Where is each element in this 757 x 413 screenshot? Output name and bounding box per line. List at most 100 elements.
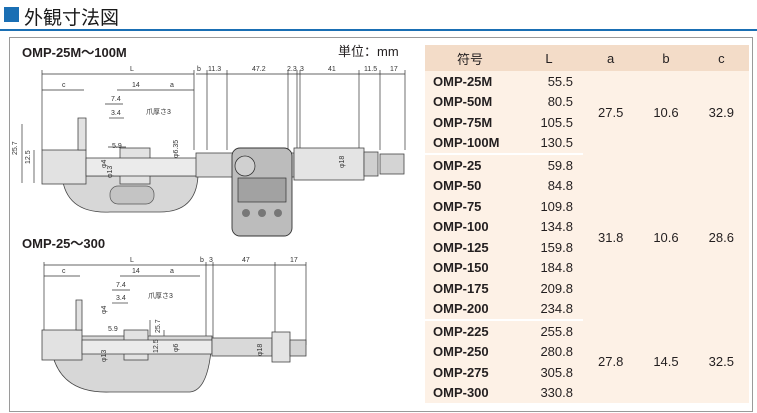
svg-text:2.3: 2.3	[287, 66, 297, 73]
spec-table: 符号 L a b c OMP-25M 55.5 27.5 10.6 32.9 O…	[425, 45, 749, 403]
table-row: OMP-75 109.8	[425, 196, 749, 217]
length-cell: 305.8	[515, 362, 583, 383]
model-cell: OMP-300	[425, 382, 515, 403]
svg-text:b: b	[200, 257, 204, 264]
table-row: OMP-100M 130.5	[425, 132, 749, 155]
table-row: OMP-300 330.8	[425, 382, 749, 403]
svg-text:5.9: 5.9	[108, 326, 118, 333]
table-row: OMP-25M 55.5 27.5 10.6 32.9	[425, 71, 749, 154]
length-cell: 159.8	[515, 237, 583, 258]
page-title: 外観寸法図	[24, 7, 120, 29]
table-row: OMP-50M 80.5	[425, 91, 749, 112]
b-cell: 10.6	[638, 71, 694, 154]
title-divider	[0, 29, 757, 31]
svg-text:3.4: 3.4	[116, 295, 126, 302]
title-marker-icon	[4, 7, 19, 22]
table-row: OMP-100 134.8	[425, 216, 749, 237]
svg-text:爪厚さ3: 爪厚さ3	[146, 108, 171, 116]
table-header-row: 符号 L a b c	[425, 45, 749, 71]
table-row: OMP-50 84.8	[425, 175, 749, 196]
length-cell: 209.8	[515, 278, 583, 299]
svg-text:φ13: φ13	[107, 166, 114, 178]
length-cell: 109.8	[515, 196, 583, 217]
a-cell: 31.8	[583, 154, 639, 320]
svg-text:φ4: φ4	[101, 159, 108, 168]
table-row: OMP-75M 105.5	[425, 112, 749, 133]
svg-text:11.3: 11.3	[208, 66, 221, 73]
svg-text:L: L	[130, 257, 134, 264]
length-cell: 134.8	[515, 216, 583, 237]
svg-text:c: c	[62, 82, 66, 89]
header-a: a	[583, 45, 639, 71]
model-cell: OMP-50	[425, 175, 515, 196]
length-cell: 84.8	[515, 175, 583, 196]
svg-text:17: 17	[390, 66, 398, 73]
header-c: c	[693, 45, 749, 71]
length-cell: 330.8	[515, 382, 583, 403]
table-row: OMP-225 255.8 27.8 14.5 32.5	[425, 320, 749, 403]
page-header: 外観寸法図	[0, 0, 757, 31]
svg-text:25.7: 25.7	[155, 319, 162, 333]
model-cell: OMP-100M	[425, 132, 515, 155]
b-cell: 14.5	[638, 320, 694, 403]
length-cell: 59.8	[515, 154, 583, 176]
model-cell: OMP-25	[425, 154, 515, 176]
svg-text:φ18: φ18	[257, 344, 264, 356]
header-L: L	[515, 45, 583, 71]
svg-text:47: 47	[242, 257, 250, 264]
svg-text:14: 14	[132, 82, 140, 89]
model-cell: OMP-75M	[425, 112, 515, 133]
svg-text:φ6.35: φ6.35	[173, 140, 180, 158]
svg-text:φ13: φ13	[101, 350, 108, 362]
c-cell: 32.5	[693, 320, 749, 403]
svg-text:41: 41	[328, 66, 336, 73]
model-cell: OMP-225	[425, 320, 515, 342]
model-cell: OMP-200	[425, 298, 515, 321]
unit-label: 単位：mm	[338, 44, 399, 59]
svg-text:25.7: 25.7	[12, 141, 19, 155]
table-row: OMP-200 234.8	[425, 298, 749, 321]
a-cell: 27.8	[583, 320, 639, 403]
svg-text:5.9: 5.9	[112, 143, 122, 150]
svg-text:47.2: 47.2	[252, 66, 266, 73]
c-cell: 32.9	[693, 71, 749, 154]
length-cell: 105.5	[515, 112, 583, 133]
length-cell: 255.8	[515, 320, 583, 342]
svg-text:φ4: φ4	[101, 305, 108, 314]
model-cell: OMP-175	[425, 278, 515, 299]
table-row: OMP-125 159.8	[425, 237, 749, 258]
drawing-top-title: OMP-25M～100M	[22, 45, 127, 60]
length-cell: 55.5	[515, 71, 583, 92]
svg-text:3: 3	[300, 66, 304, 73]
svg-text:7.4: 7.4	[111, 96, 121, 103]
model-cell: OMP-150	[425, 257, 515, 278]
svg-text:b: b	[197, 66, 201, 73]
svg-text:爪厚さ3: 爪厚さ3	[148, 292, 173, 300]
header-b: b	[638, 45, 694, 71]
length-cell: 234.8	[515, 298, 583, 321]
svg-text:φ18: φ18	[339, 156, 346, 168]
model-cell: OMP-25M	[425, 71, 515, 92]
svg-text:3: 3	[209, 257, 213, 264]
header-model: 符号	[425, 45, 515, 71]
svg-text:11.5: 11.5	[364, 66, 377, 73]
table-row: OMP-275 305.8	[425, 362, 749, 383]
svg-text:a: a	[170, 268, 174, 275]
table-row: OMP-25 59.8 31.8 10.6 28.6	[425, 154, 749, 320]
drawing-bottom: c L b 3 47 17 14 a 7.4 3.4 爪厚さ3 5.9 φ4 φ…	[41, 257, 307, 393]
svg-text:c: c	[62, 268, 66, 275]
c-cell: 28.6	[693, 154, 749, 320]
model-cell: OMP-125	[425, 237, 515, 258]
svg-text:12.5: 12.5	[153, 339, 160, 353]
svg-text:3.4: 3.4	[111, 110, 121, 117]
svg-text:L: L	[130, 66, 134, 73]
svg-text:φ6: φ6	[173, 343, 180, 352]
svg-text:a: a	[170, 82, 174, 89]
model-cell: OMP-50M	[425, 91, 515, 112]
svg-text:14: 14	[132, 268, 140, 275]
drawing-bottom-title: OMP-25～300	[22, 236, 106, 251]
table-row: OMP-150 184.8	[425, 257, 749, 278]
table-row: OMP-175 209.8	[425, 278, 749, 299]
length-cell: 80.5	[515, 91, 583, 112]
b-cell: 10.6	[638, 154, 694, 320]
